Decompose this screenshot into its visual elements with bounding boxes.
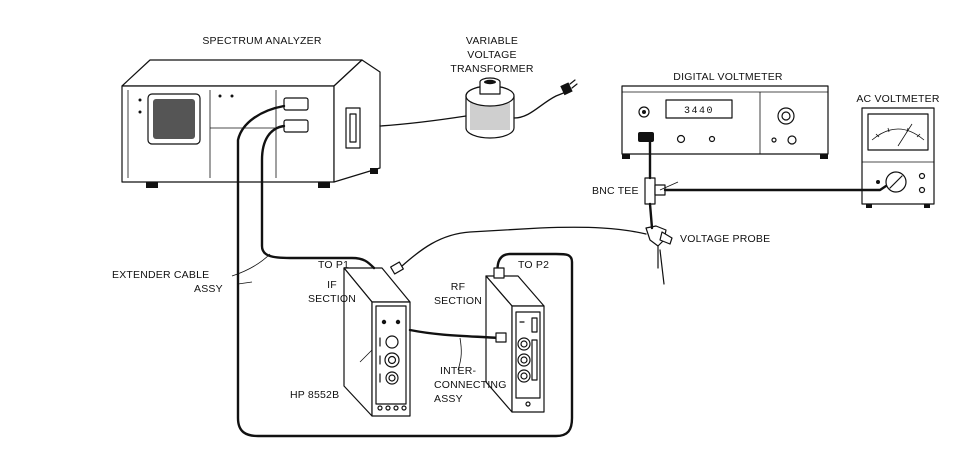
spectrum-analyzer <box>121 59 381 188</box>
extender-cable-if <box>260 124 376 270</box>
label-to-p2: TO P2 <box>518 259 549 271</box>
label-extender-line2: ASSY <box>194 283 223 295</box>
label-vvt-line3: TRANSFORMER <box>450 63 534 75</box>
label-rf-line2: SECTION <box>434 295 482 307</box>
voltage-probe <box>645 225 673 285</box>
label-voltage-probe: VOLTAGE PROBE <box>680 233 770 245</box>
label-digital-voltmeter: DIGITAL VOLTMETER <box>673 71 783 83</box>
label-bnc-tee: BNC TEE <box>592 185 639 197</box>
interconnecting-cable <box>408 328 502 340</box>
label-if-line1: IF <box>327 279 337 291</box>
label-extender-line1: EXTENDER CABLE <box>112 269 209 281</box>
digital-voltmeter: 3440 <box>621 85 829 159</box>
label-interconnect-line3: ASSY <box>434 393 463 405</box>
cables <box>231 79 888 438</box>
label-hp-model: HP 8552B <box>290 389 339 401</box>
rf-section-plugin <box>485 275 545 413</box>
tee-to-probe-cable <box>648 202 654 230</box>
power-cable <box>379 115 467 127</box>
label-ac-voltmeter: AC VOLTMETER <box>856 93 940 105</box>
labels: SPECTRUM ANALYZER VARIABLE VOLTAGE TRANS… <box>112 35 940 405</box>
power-cord <box>513 91 567 119</box>
dvm-display: 3440 <box>684 106 714 117</box>
label-rf-line1: RF <box>451 281 465 293</box>
label-to-p1: TO P1 <box>318 259 349 271</box>
label-vvt-line2: VOLTAGE <box>467 49 516 61</box>
bnc-tee <box>644 177 666 205</box>
label-interconnect-line2: CONNECTING <box>434 379 507 391</box>
variable-voltage-transformer <box>465 77 515 139</box>
probe-cable <box>401 226 647 267</box>
label-interconnect-line1: INTER- <box>440 365 477 377</box>
label-spectrum-analyzer: SPECTRUM ANALYZER <box>202 35 322 47</box>
tee-to-acvm-cable <box>663 184 888 192</box>
label-vvt-line1: VARIABLE <box>466 35 518 47</box>
label-if-line2: SECTION <box>308 293 356 305</box>
if-section-plugin <box>343 261 411 417</box>
ac-voltmeter <box>861 107 935 208</box>
extender-cable-rf <box>236 104 574 438</box>
